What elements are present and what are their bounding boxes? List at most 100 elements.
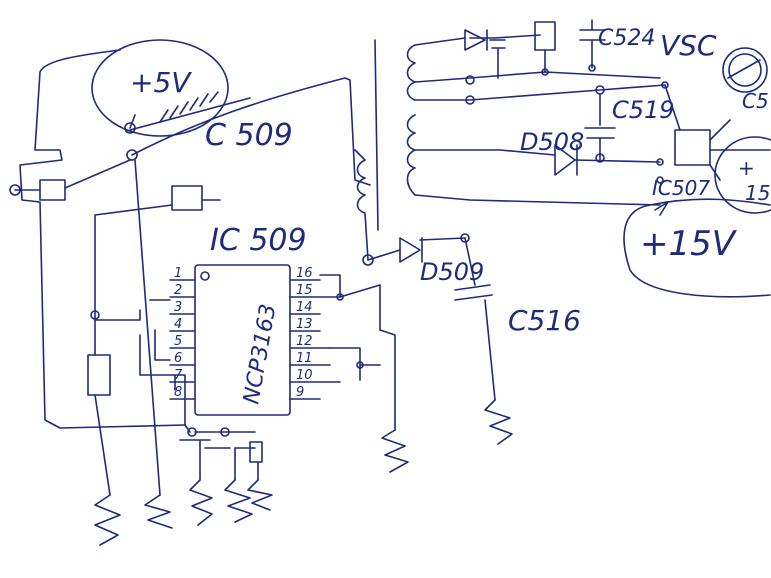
node-top-d	[588, 64, 596, 72]
resistor-mid	[171, 185, 203, 211]
ic-left-pin-lines	[169, 279, 196, 400]
transformer-primary	[354, 149, 369, 261]
node-bottom-a	[187, 427, 197, 437]
pin-label-9: 9	[296, 385, 304, 400]
node-ic-right-b	[356, 361, 364, 369]
c519-capacitor	[584, 94, 616, 161]
top-resistor	[534, 21, 556, 51]
ic-right-pin-lines	[289, 279, 341, 400]
input-component	[39, 179, 66, 201]
pin-label-5: 5	[174, 334, 182, 349]
plus15v-cut-bubble	[714, 136, 771, 214]
label-c509: C 509	[205, 118, 293, 153]
c509-capacitor	[159, 91, 219, 123]
pin-label-2: 2	[174, 283, 182, 298]
label-ic509: IC 509	[210, 223, 307, 258]
node-bottom-b	[220, 427, 230, 437]
pin-label-15: 15	[296, 283, 313, 298]
label-d508: D508	[520, 128, 584, 156]
ic-pin1-dot	[200, 271, 210, 281]
pin-label-14: 14	[296, 300, 313, 315]
input-wire	[14, 159, 131, 191]
pin-label-13: 13	[296, 317, 313, 332]
label-c524: C524	[598, 26, 655, 51]
top-bus-wire	[129, 77, 371, 186]
top-cap-2	[544, 19, 606, 73]
label-c519: C519	[612, 96, 675, 124]
d509-wire	[367, 237, 466, 261]
top-diode	[464, 29, 488, 51]
label-plus15v: +15V	[640, 224, 738, 264]
node-c519	[595, 85, 605, 95]
label-plus-cut: +	[738, 156, 755, 180]
ground-7	[484, 399, 513, 445]
pin-label-16: 16	[296, 266, 313, 281]
label-vsc: VSC	[660, 29, 717, 62]
label-ic507: IC507	[652, 176, 710, 200]
vsc-ring-mark	[727, 59, 761, 79]
outer-left-wire	[19, 49, 186, 429]
node-ic-right-a	[336, 293, 344, 301]
ground-4	[224, 479, 253, 523]
label-c516: C516	[508, 304, 581, 337]
pin-label-11: 11	[296, 351, 313, 366]
pin-label-3: 3	[174, 300, 182, 315]
label-15-cut: 15	[745, 181, 770, 205]
d509-diode	[399, 237, 423, 263]
ground-1	[94, 494, 121, 546]
ic507-node-b	[656, 176, 664, 184]
node-5v-b	[126, 149, 138, 161]
ic507-node-a	[661, 81, 669, 89]
node-top-c	[541, 68, 549, 76]
pin-label-12: 12	[296, 334, 313, 349]
ground-6	[381, 429, 409, 473]
bottom-cap-wiring	[179, 424, 256, 449]
label-plus5v: +5V	[130, 66, 192, 99]
plus15v-arrow	[654, 201, 669, 216]
pin-label-6: 6	[174, 351, 182, 366]
node-d508	[595, 153, 605, 163]
ic507-wiring	[664, 84, 771, 181]
transformer-core	[374, 39, 379, 231]
chip-part-number: NCP3163	[239, 302, 281, 406]
c516-capacitor	[454, 237, 496, 401]
wire-down-1	[94, 394, 111, 496]
vsc-ring-inner	[728, 53, 762, 87]
node-top-a	[465, 75, 475, 85]
d508-wire	[414, 149, 661, 206]
node-d509	[362, 254, 374, 266]
pin-label-1: 1	[174, 266, 182, 281]
ground-right-drop	[379, 329, 396, 431]
vsc-ring-outer	[722, 47, 768, 93]
pin-label-4: 4	[174, 317, 182, 332]
label-c5-cut: C5	[742, 89, 769, 113]
ic-right-wiring	[319, 274, 381, 381]
secondary-top-wire	[414, 34, 666, 101]
bottom-small-cap	[249, 441, 263, 463]
plus5v-leader	[129, 114, 136, 129]
bottom-cap-leads	[199, 439, 259, 481]
node-left-mid	[90, 310, 100, 320]
plus5v-bubble	[91, 39, 229, 137]
transformer-secondary	[406, 44, 416, 196]
wire-down-2	[134, 159, 161, 496]
ground-5	[247, 479, 273, 511]
ground-2	[144, 494, 173, 529]
label-d509: D509	[420, 258, 484, 286]
d508-diode	[554, 144, 578, 176]
node-top-b	[465, 95, 475, 105]
resistor-lower	[87, 354, 111, 396]
ic-left-wiring	[139, 299, 186, 426]
ic-body	[194, 264, 291, 416]
node-5v-a	[124, 122, 136, 134]
node-d508-out	[656, 158, 664, 166]
ground-3	[189, 479, 213, 526]
ic507-body	[674, 129, 711, 166]
mid-wire	[94, 199, 221, 356]
pin-label-8: 8	[174, 385, 182, 400]
node-c516	[460, 233, 470, 243]
pin-label-10: 10	[296, 368, 313, 383]
top-cap-1	[489, 39, 506, 79]
